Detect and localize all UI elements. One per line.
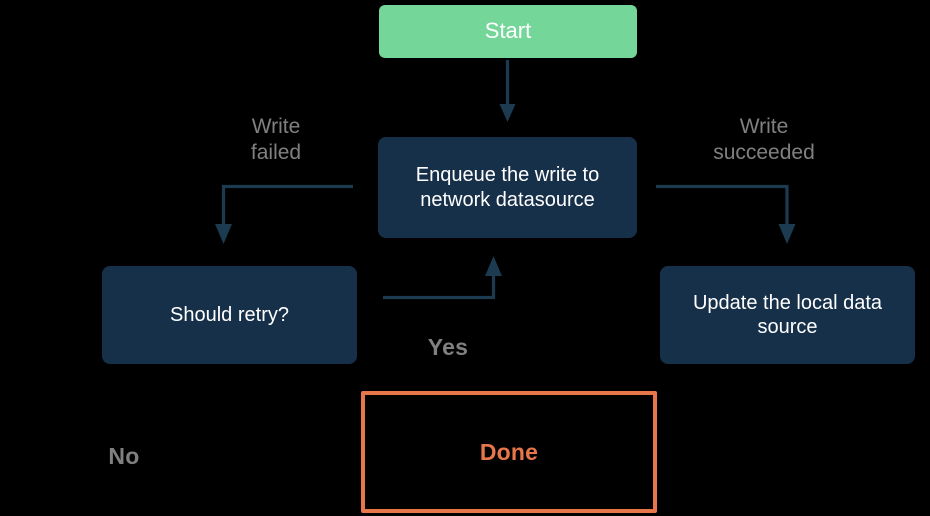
edge-label-no: No bbox=[108, 443, 140, 469]
edge-label-write-failed: Write failed bbox=[196, 114, 356, 165]
node-start[interactable]: Start bbox=[379, 5, 637, 58]
edge-label-write-succeeded: Write succeeded bbox=[674, 114, 854, 165]
node-enqueue-line1: Enqueue the write to bbox=[415, 164, 600, 187]
node-enqueue-the-write-to-network-datasource[interactable]: Enqueue the write to network datasource bbox=[378, 137, 637, 238]
edge-should-retry-yes-to-enqueue bbox=[383, 256, 502, 300]
edge-label-write-failed-line1: Write bbox=[251, 115, 301, 138]
node-update-local-text: Update the local data source bbox=[693, 291, 882, 340]
edge-label-write-succeeded-line1: Write bbox=[739, 115, 789, 138]
node-done[interactable]: Done bbox=[361, 391, 657, 513]
edge-label-write-failed-line2: failed bbox=[250, 140, 302, 164]
edge-label-yes: Yes bbox=[427, 334, 469, 360]
node-update-local-line1: Update the local data bbox=[692, 291, 883, 314]
edge-enqueue-to-update-local bbox=[656, 184, 796, 244]
node-update-the-local-data-source[interactable]: Update the local data source bbox=[660, 266, 915, 364]
node-enqueue-text: Enqueue the write to network datasource bbox=[416, 163, 599, 212]
edge-enqueue-to-should-retry bbox=[215, 184, 353, 244]
node-should-retry[interactable]: Should retry? bbox=[102, 266, 357, 364]
edge-start-to-enqueue bbox=[499, 60, 516, 122]
node-enqueue-line2: network datasource bbox=[420, 188, 595, 211]
edge-label-write-succeeded-line2: succeeded bbox=[713, 140, 815, 164]
node-update-local-line2: source bbox=[757, 316, 818, 338]
